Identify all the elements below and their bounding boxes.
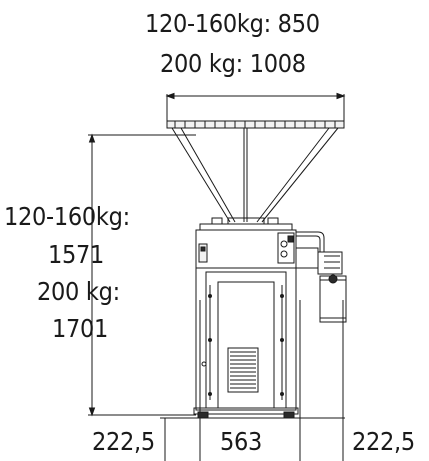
hopper-funnel	[171, 127, 339, 225]
left-height-dimension	[88, 133, 196, 417]
bottom-center-dimension-label: 563	[220, 427, 263, 456]
vent-grille	[227, 347, 259, 393]
machine-head	[195, 223, 297, 269]
width-label-2: 200 kg: 1008	[160, 49, 306, 78]
hopper-top-plate	[166, 120, 345, 129]
height-label-3: 200 kg:	[37, 277, 120, 306]
machine-body	[195, 267, 297, 411]
height-label-2: 1571	[48, 240, 105, 269]
bottom-dimensions	[160, 300, 345, 461]
width-label-1: 120-160kg: 850	[145, 9, 320, 38]
height-label-4: 1701	[52, 314, 109, 343]
side-motor	[295, 231, 347, 323]
bottom-left-dimension-label: 222,5	[92, 427, 155, 456]
top-width-dimension	[165, 92, 346, 124]
bottom-right-dimension-label: 222,5	[352, 427, 415, 456]
machine-base	[193, 407, 299, 419]
height-label-1: 120-160kg:	[4, 202, 130, 231]
